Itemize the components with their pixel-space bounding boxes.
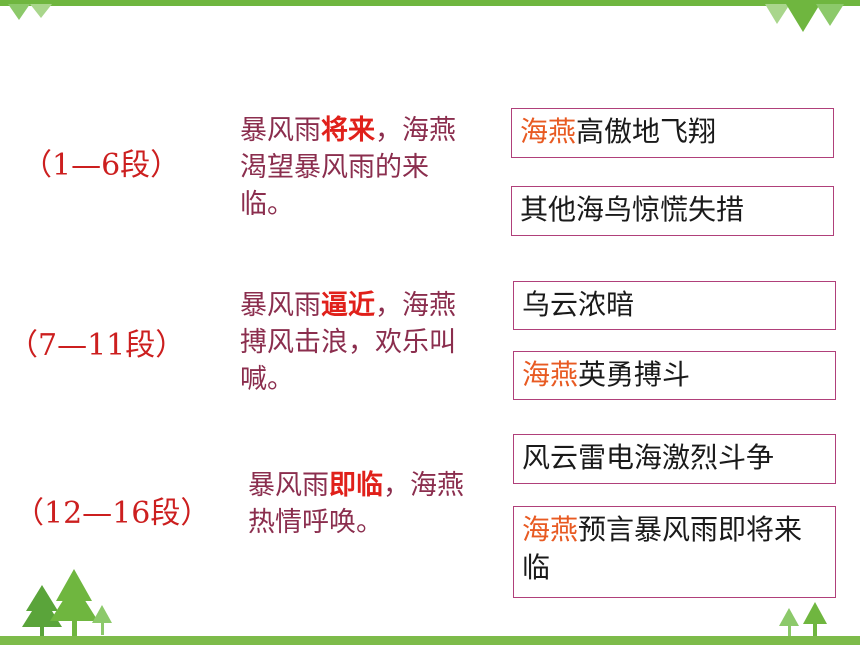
desc-text: ，海燕热情呼唤。 [248,470,464,538]
box-1b: 其他海鸟惊慌失措 [511,186,834,236]
desc-highlight: 逼近 [321,290,375,321]
section-desc-1: 暴风雨将来，海燕渴望暴风雨的来临。 [240,112,480,223]
box-2b: 海燕英勇搏斗 [513,351,836,400]
box-3a: 风云雷电海激烈斗争 [513,434,836,484]
section-label-1: （1—6段） [22,148,181,183]
box-text: 高傲地飞翔 [576,115,717,148]
section-label-3: （12—16段） [14,496,211,531]
pine-trees-left-icon [22,569,112,637]
section-desc-2: 暴风雨逼近，海燕搏风击浪，欢乐叫喊。 [240,287,480,398]
desc-text: ，海燕渴望暴风雨的来临。 [240,115,456,220]
pine-trees-right-icon [779,602,827,638]
box-text: 预言暴风雨即将来临 [522,513,803,584]
box-highlight: 海燕 [522,513,579,546]
box-text: 英勇搏斗 [578,358,691,391]
desc-highlight: 即临 [329,470,383,501]
box-text: 乌云浓暗 [522,288,635,321]
desc-text: 暴风雨 [248,470,329,501]
section-desc-3: 暴风雨即临，海燕热情呼唤。 [248,467,488,541]
box-3b: 海燕预言暴风雨即将来临 [513,506,836,598]
box-text: 其他海鸟惊慌失措 [520,193,745,226]
desc-text: 暴风雨 [240,290,321,321]
top-green-bar [0,0,860,6]
section-label-2: （7—11段） [8,328,186,363]
bottom-green-bar [0,636,860,645]
desc-text: ，海燕搏风击浪，欢乐叫喊。 [240,290,456,395]
box-1a: 海燕高傲地飞翔 [511,108,834,158]
desc-highlight: 将来 [321,115,375,146]
top-right-triangle-icon [765,4,844,32]
box-2a: 乌云浓暗 [513,281,836,330]
box-highlight: 海燕 [522,358,579,391]
box-highlight: 海燕 [520,115,577,148]
box-text: 风云雷电海激烈斗争 [522,441,775,474]
top-left-triangle-icon [8,4,52,20]
desc-text: 暴风雨 [240,115,321,146]
